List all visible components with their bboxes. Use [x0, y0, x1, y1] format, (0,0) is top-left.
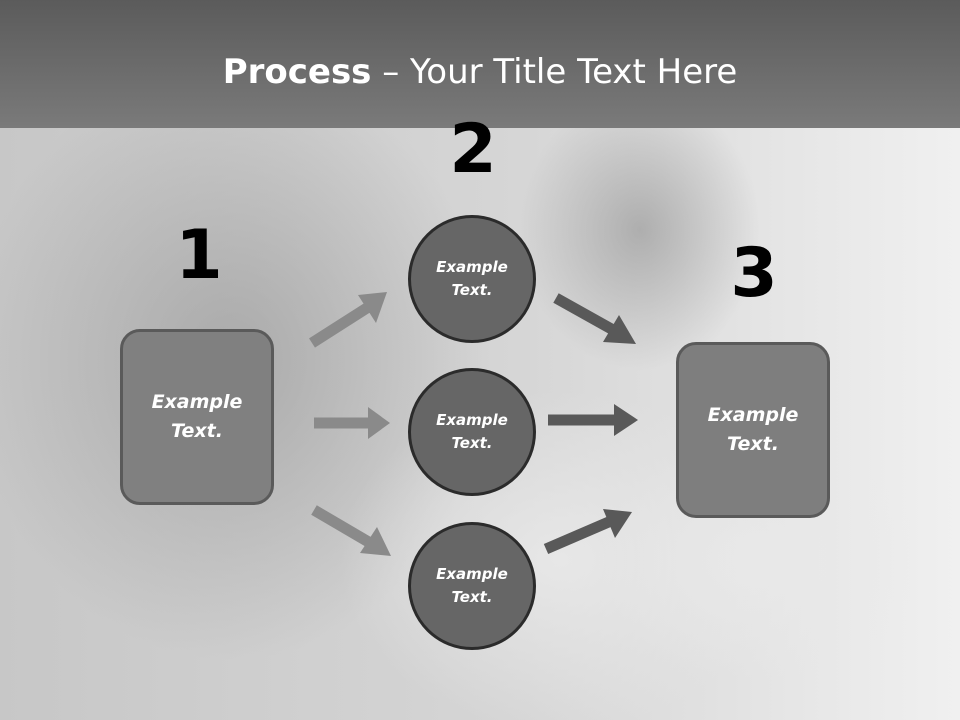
step-2-circle-middle: Example Text. [408, 368, 536, 496]
step-1-label: Example Text. [151, 391, 243, 442]
title-rest: – Your Title Text Here [371, 52, 738, 92]
step-2-circle-middle-label: Example Text. [436, 411, 508, 452]
step-1-box: Example Text. [120, 329, 274, 505]
step-1-number: 1 [175, 216, 223, 295]
step-3-number: 3 [730, 234, 778, 313]
step-3-box: Example Text. [676, 342, 830, 518]
step-2-circle-bottom-label: Example Text. [436, 565, 508, 606]
title-bar [0, 0, 960, 128]
title-bold: Process [222, 52, 372, 92]
step-2-circle-top: Example Text. [408, 215, 536, 343]
slide-title: Process – Your Title Text Here [0, 52, 960, 92]
step-2-circle-bottom: Example Text. [408, 522, 536, 650]
step-2-number: 2 [449, 110, 497, 189]
step-2-circle-top-label: Example Text. [436, 258, 508, 299]
step-3-label: Example Text. [707, 404, 799, 455]
